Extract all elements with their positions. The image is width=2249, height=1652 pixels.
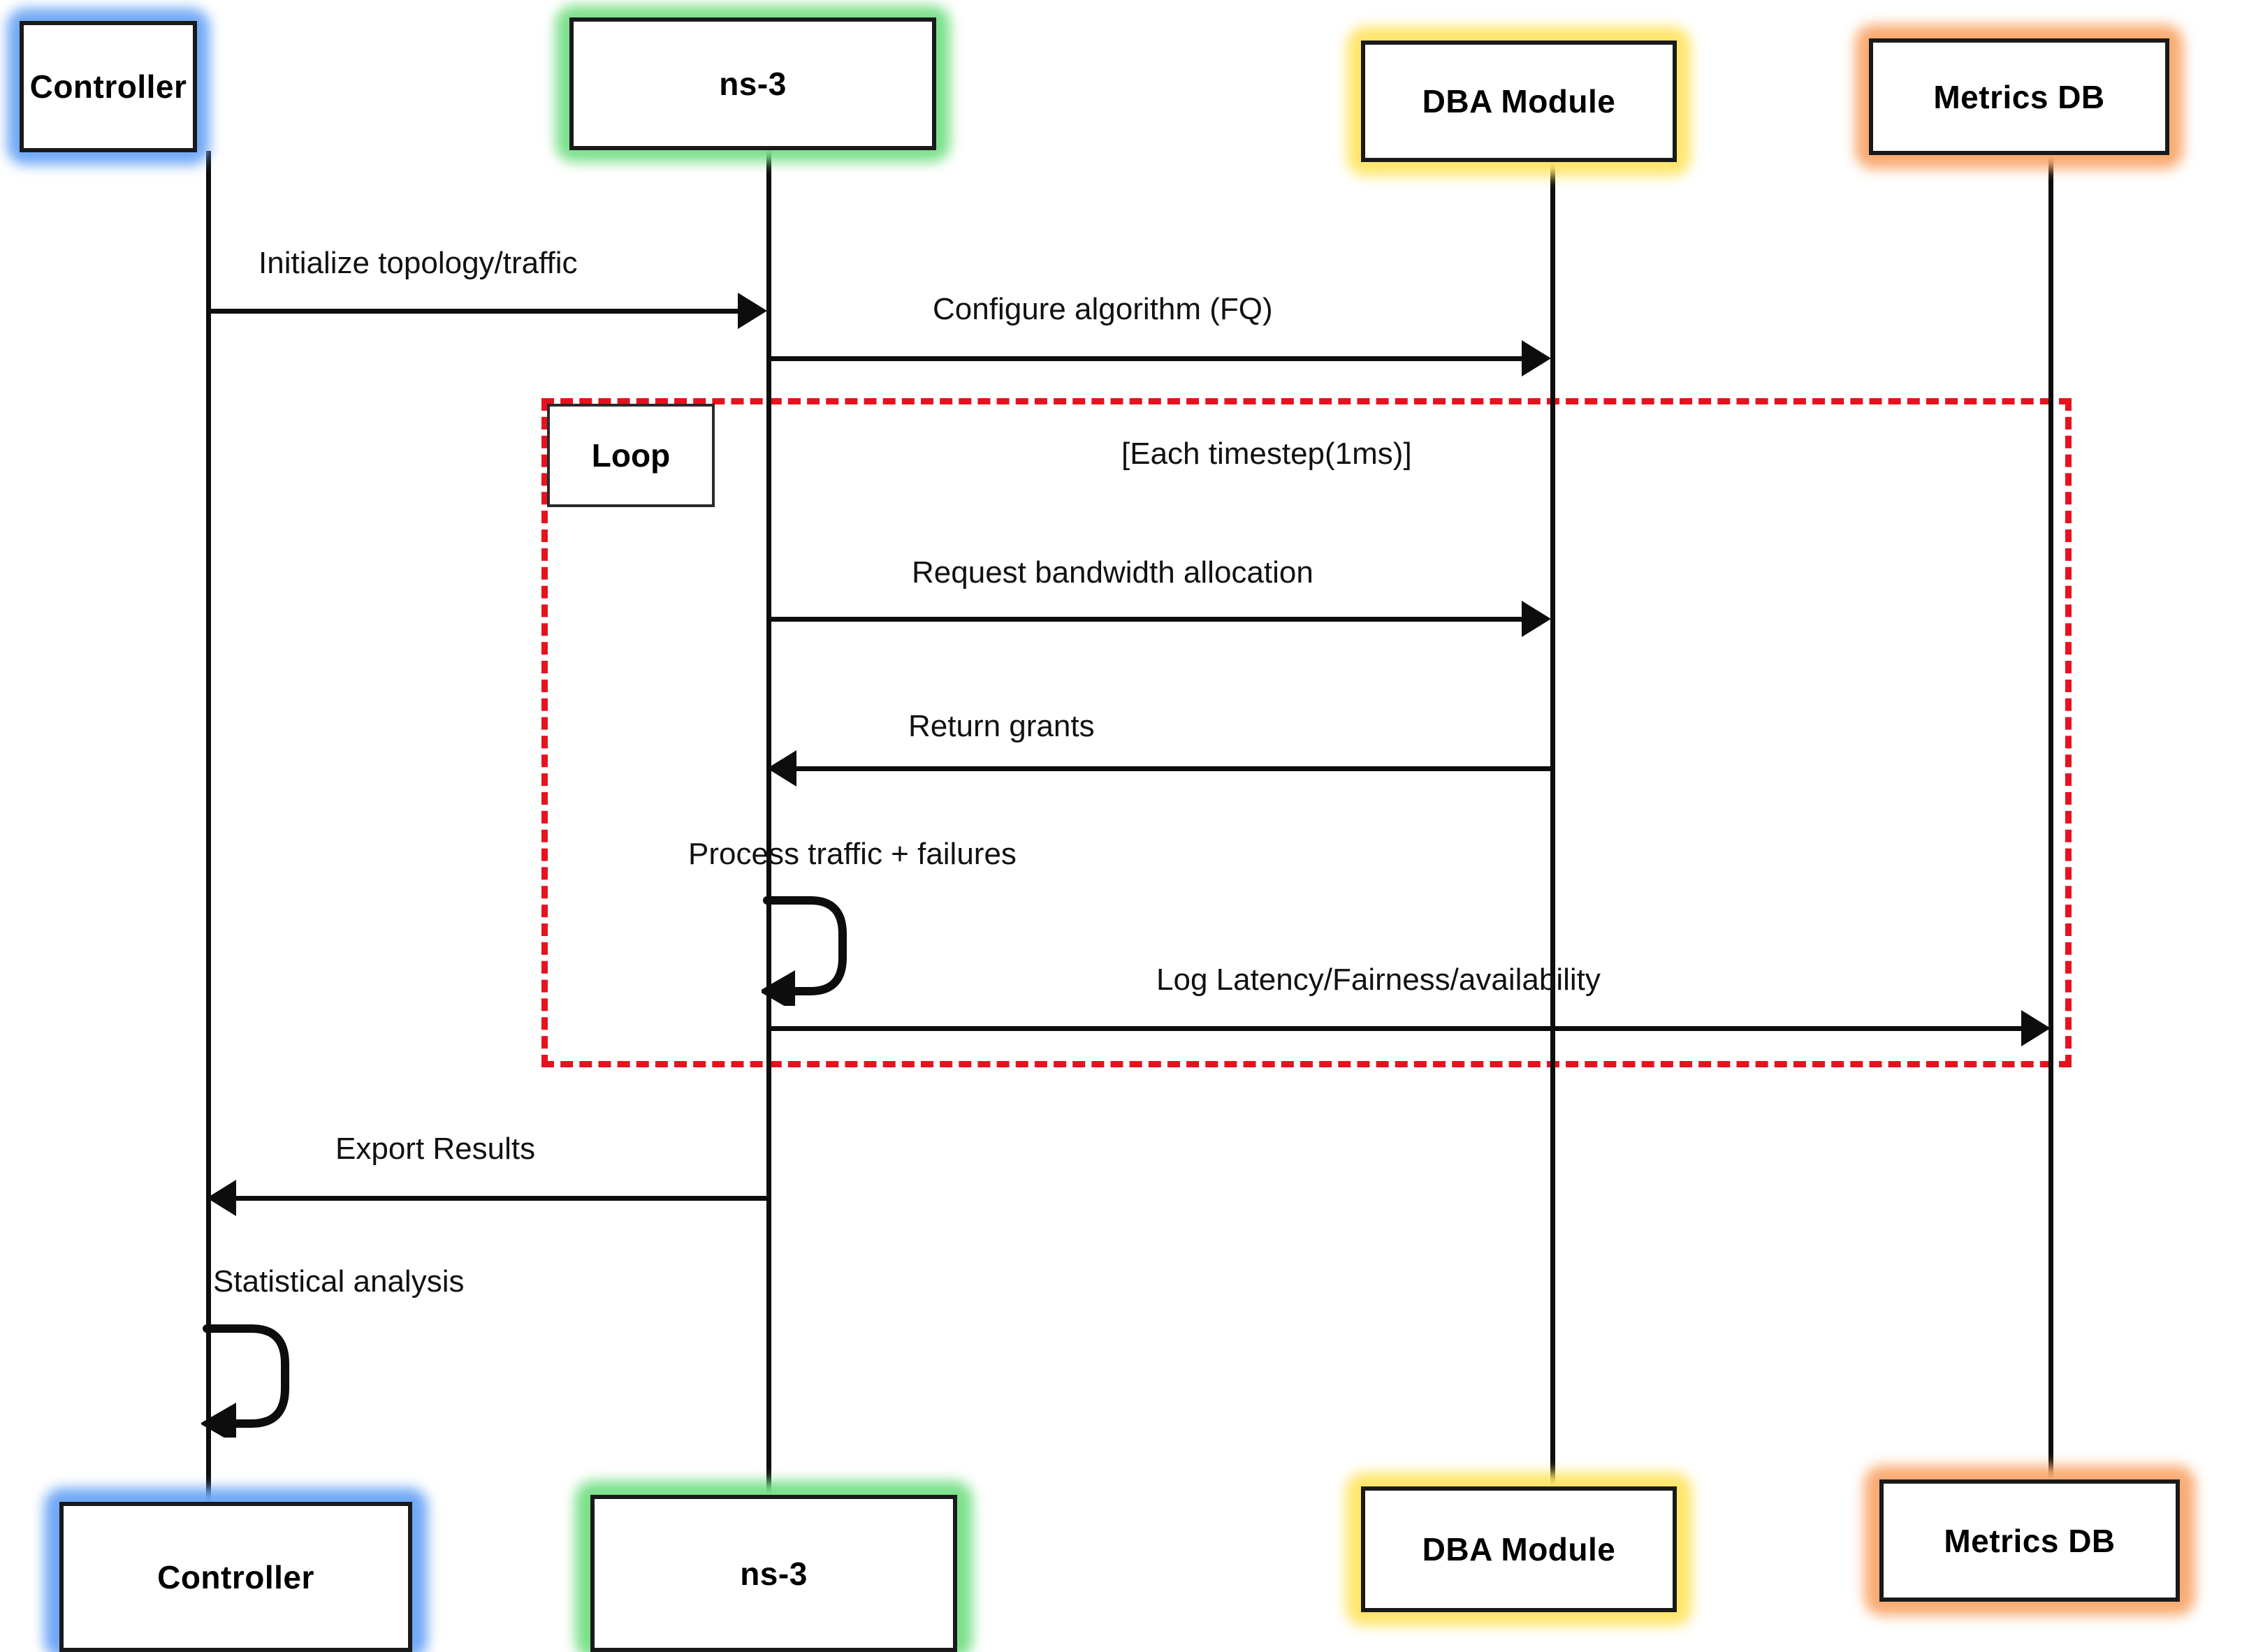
loop-fragment-border xyxy=(541,398,2072,1067)
message-label-initialize-topology: Initialize topology/traffic xyxy=(259,246,578,280)
participant-label-metrics-top: Metrics DB xyxy=(1933,78,2105,115)
message-label-return-grants: Return grants xyxy=(908,709,1095,743)
message-line-log-latency xyxy=(769,1026,2021,1031)
lifeline-metrics xyxy=(2048,154,2053,1481)
self-message-loop-statistical-analysis xyxy=(201,1324,289,1438)
participant-label-metrics-bottom: Metrics DB xyxy=(1944,1522,2116,1559)
participant-label-dba-top: DBA Module xyxy=(1422,83,1616,119)
participant-box-metrics-bottom[interactable]: Metrics DB xyxy=(1879,1479,2180,1602)
message-arrowhead-return-grants xyxy=(767,750,796,787)
participant-box-metrics-top[interactable]: Metrics DB xyxy=(1869,38,2169,155)
message-arrowhead-export-results xyxy=(207,1180,236,1216)
self-message-label-process-traffic: Process traffic + failures xyxy=(688,837,1017,871)
participant-box-controller-top[interactable]: Controller xyxy=(20,21,197,152)
message-label-log-latency: Log Latency/Fairness/availability xyxy=(1156,963,1601,997)
participant-box-ns3-bottom[interactable]: ns-3 xyxy=(590,1495,957,1652)
loop-fragment-tag-label: Loop xyxy=(591,437,671,474)
loop-fragment-tag: Loop xyxy=(547,404,715,507)
participant-label-ns3-bottom: ns-3 xyxy=(740,1555,808,1592)
message-line-export-results xyxy=(236,1196,769,1201)
message-line-initialize-topology xyxy=(208,309,738,314)
message-label-configure-algorithm: Configure algorithm (FQ) xyxy=(933,292,1273,326)
message-label-request-bandwidth: Request bandwidth allocation xyxy=(912,555,1313,590)
participant-label-controller-bottom: Controller xyxy=(157,1558,314,1595)
participant-label-dba-bottom: DBA Module xyxy=(1422,1531,1616,1567)
lifeline-controller xyxy=(206,151,211,1506)
participant-label-controller-top: Controller xyxy=(29,68,187,105)
lifeline-dba xyxy=(1550,161,1555,1488)
message-label-export-results: Export Results xyxy=(335,1132,536,1166)
participant-box-controller-bottom[interactable]: Controller xyxy=(59,1502,412,1652)
self-message-loop-process-traffic xyxy=(762,896,847,1006)
participant-label-ns3-top: ns-3 xyxy=(719,66,787,102)
message-line-return-grants xyxy=(796,766,1552,771)
message-line-configure-algorithm xyxy=(769,356,1522,361)
message-arrowhead-log-latency xyxy=(2021,1010,2051,1046)
message-arrowhead-configure-algorithm xyxy=(1522,340,1551,377)
self-message-label-statistical-analysis: Statistical analysis xyxy=(213,1264,465,1299)
message-line-request-bandwidth xyxy=(769,617,1522,622)
participant-box-dba-top[interactable]: DBA Module xyxy=(1361,41,1677,162)
message-arrowhead-request-bandwidth xyxy=(1522,601,1551,637)
loop-fragment-guard-label: [Each timestep(1ms)] xyxy=(1121,437,1412,471)
participant-box-dba-bottom[interactable]: DBA Module xyxy=(1361,1486,1677,1612)
message-arrowhead-initialize-topology xyxy=(738,293,767,329)
participant-box-ns3-top[interactable]: ns-3 xyxy=(569,17,936,150)
lifeline-ns3 xyxy=(766,149,771,1500)
